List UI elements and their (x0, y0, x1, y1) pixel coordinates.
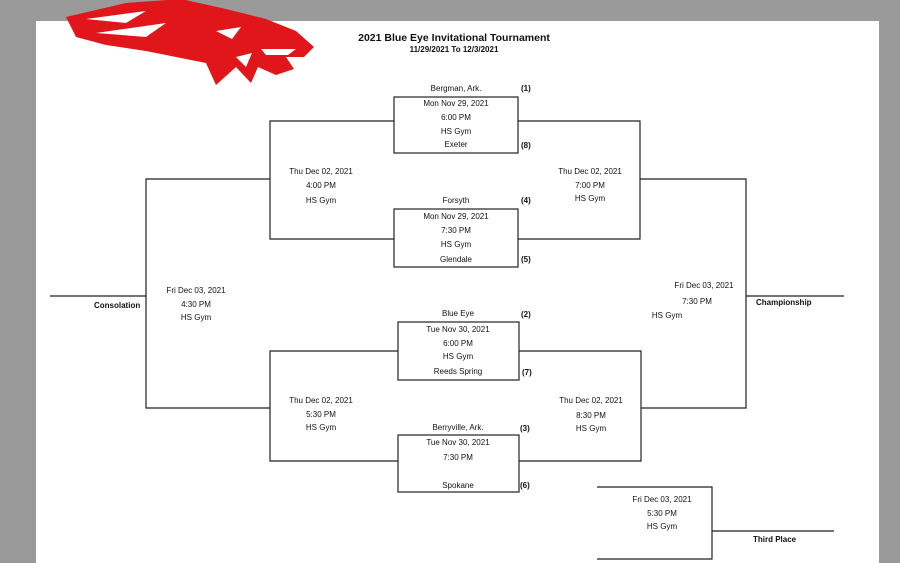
wolf-logo-icon (66, 0, 314, 85)
semi-left-bottom-date: Thu Dec 02, 2021 (289, 396, 353, 405)
seed-g2-bottom: (5) (521, 255, 531, 264)
semi-right-bottom-venue: HS Gym (575, 424, 607, 433)
team-g4-top: Berryville, Ark. (432, 423, 484, 432)
semi-left-top-date: Thu Dec 02, 2021 (289, 167, 353, 176)
semi-right-top-time: 7:00 PM (575, 181, 605, 190)
game2-venue: HS Gym (440, 240, 472, 249)
game-box-1 (393, 96, 519, 154)
championship-time: 7:30 PM (682, 297, 712, 306)
championship-venue: HS Gym (651, 311, 683, 320)
semi-right-top-date: Thu Dec 02, 2021 (558, 167, 622, 176)
seed-g1-top: (1) (521, 84, 531, 93)
bracket-lines (50, 96, 844, 560)
game3-date: Tue Nov 30, 2021 (426, 325, 490, 334)
game-box-4 (397, 434, 520, 493)
third-place-date: Fri Dec 03, 2021 (632, 495, 692, 504)
page-title: 2021 Blue Eye Invitational Tournament (358, 32, 550, 44)
seed-g2-top: (4) (521, 196, 531, 205)
tournament-dates: 11/29/2021 To 12/3/2021 (409, 45, 499, 54)
team-g1-bottom: Exeter (444, 140, 468, 149)
team-g3-bottom: Reeds Spring (433, 367, 483, 376)
seed-g3-top: (2) (521, 310, 531, 319)
seed-g3-bottom: (7) (522, 368, 532, 377)
team-g3-top: Blue Eye (441, 309, 475, 318)
game1-date: Mon Nov 29, 2021 (423, 99, 489, 108)
game4-date: Tue Nov 30, 2021 (426, 438, 490, 447)
consolation-label: Consolation (94, 301, 141, 310)
seed-g4-bottom: (6) (520, 481, 530, 490)
semi-left-bottom-time: 5:30 PM (306, 410, 336, 419)
game2-date: Mon Nov 29, 2021 (423, 212, 489, 221)
game4-time: 7:30 PM (443, 453, 473, 462)
semi-right-top-venue: HS Gym (574, 194, 606, 203)
game1-venue: HS Gym (440, 127, 472, 136)
semi-right-bottom-date: Thu Dec 02, 2021 (559, 396, 623, 405)
consolation-date: Fri Dec 03, 2021 (166, 286, 226, 295)
third-place-time: 5:30 PM (647, 509, 677, 518)
team-g2-bottom: Glendale (439, 255, 473, 264)
championship-date: Fri Dec 03, 2021 (674, 281, 734, 290)
game-box-2 (393, 208, 519, 268)
third-place-venue: HS Gym (646, 522, 678, 531)
game3-venue: HS Gym (442, 352, 474, 361)
seed-g4-top: (3) (520, 424, 530, 433)
third-place-label: Third Place (753, 535, 797, 544)
game3-time: 6:00 PM (443, 339, 473, 348)
semi-right-bottom-time: 8:30 PM (576, 411, 606, 420)
seed-g1-bottom: (8) (521, 141, 531, 150)
team-g2-top: Forsyth (442, 196, 470, 205)
semi-left-bottom-venue: HS Gym (305, 423, 337, 432)
semi-left-top-venue: HS Gym (305, 196, 337, 205)
consolation-venue: HS Gym (180, 313, 212, 322)
semi-left-top-time: 4:00 PM (306, 181, 336, 190)
game2-time: 7:30 PM (441, 226, 471, 235)
championship-label: Championship (756, 298, 812, 307)
consolation-time: 4:30 PM (181, 300, 211, 309)
team-g4-bottom: Spokane (442, 481, 474, 490)
game1-time: 6:00 PM (441, 113, 471, 122)
team-g1-top: Bergman, Ark. (430, 84, 482, 93)
bracket-page: 2021 Blue Eye Invitational Tournament 11… (36, 0, 879, 563)
